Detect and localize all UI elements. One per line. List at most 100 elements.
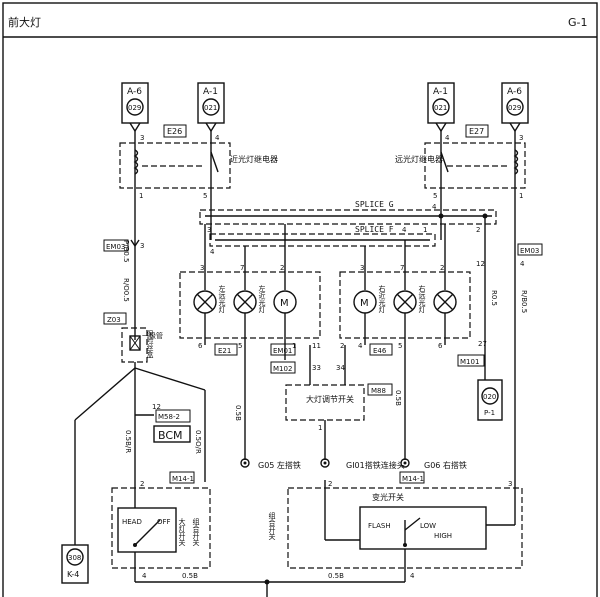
- ground-g05: G05 左搭铁: [240, 458, 301, 470]
- svg-text:GI01搭铁连接头: GI01搭铁连接头: [346, 460, 405, 470]
- dimmer-combo-switch: 组合开关 变光开关 FLASH LOW HIGH 3 2 4: [268, 480, 523, 582]
- svg-text:2: 2: [328, 480, 332, 488]
- svg-text:34: 34: [336, 364, 345, 372]
- svg-text:BCM: BCM: [158, 429, 183, 442]
- svg-text:大灯调节开关: 大灯调节开关: [306, 394, 354, 404]
- svg-text:R/O0.5: R/O0.5: [122, 278, 130, 302]
- svg-text:EM01: EM01: [273, 347, 292, 355]
- motor-symbol: M: [280, 298, 289, 309]
- svg-text:020: 020: [483, 393, 496, 401]
- relay-contact: [440, 151, 449, 173]
- svg-text:3: 3: [140, 242, 144, 250]
- svg-text:4: 4: [358, 342, 363, 350]
- svg-text:右近光灯: 右近光灯: [378, 284, 386, 314]
- svg-text:OFF: OFF: [157, 518, 171, 526]
- ground-gi01: GI01搭铁连接头: [320, 458, 405, 470]
- svg-text:029: 029: [508, 104, 521, 112]
- svg-text:308: 308: [68, 554, 81, 562]
- svg-text:4: 4: [402, 226, 407, 234]
- svg-text:A-1: A-1: [203, 87, 218, 97]
- wire-label: 0.5B/R: [124, 430, 132, 453]
- high-relay-label: 远光灯继电器: [395, 154, 443, 164]
- svg-text:1: 1: [292, 342, 296, 350]
- svg-text:4: 4: [142, 572, 147, 580]
- left-lamp-cluster: M 3 7 2 左远光灯 左近光灯 6 5 1: [179, 224, 321, 460]
- svg-text:5: 5: [433, 192, 437, 200]
- svg-text:A-6: A-6: [127, 87, 142, 97]
- tag-m102: M102: [270, 361, 296, 374]
- low-relay-label: 近光灯继电器: [230, 154, 278, 164]
- svg-text:1: 1: [139, 192, 143, 200]
- page-code: G-1: [568, 16, 588, 29]
- svg-text:4: 4: [520, 260, 525, 268]
- svg-text:5: 5: [398, 342, 402, 350]
- splice-f: SPLICE F 4 1 4: [209, 225, 436, 256]
- svg-text:SPLICE F: SPLICE F: [355, 225, 394, 234]
- svg-text:2: 2: [476, 226, 480, 234]
- svg-text:右远光灯: 右远光灯: [418, 284, 426, 314]
- svg-text:E26: E26: [167, 127, 182, 136]
- svg-text:11: 11: [312, 342, 321, 350]
- svg-text:P-1: P-1: [484, 409, 495, 417]
- svg-text:021: 021: [434, 104, 447, 112]
- motor-symbol: M: [360, 298, 369, 309]
- tag-e46: E46: [369, 343, 393, 356]
- svg-text:一级管: 一级管: [142, 331, 163, 340]
- svg-text:K-4: K-4: [67, 570, 79, 579]
- svg-text:变光开关: 变光开关: [372, 492, 404, 502]
- splice-g: SPLICE G 4 3 2: [199, 200, 497, 234]
- svg-text:3: 3: [207, 226, 211, 234]
- tag-em01: EM01: [270, 343, 296, 356]
- svg-text:2: 2: [140, 480, 144, 488]
- svg-text:1: 1: [519, 192, 523, 200]
- svg-text:2: 2: [280, 264, 284, 272]
- connector-left-a1: A-1 021: [197, 82, 225, 133]
- svg-text:12: 12: [476, 260, 485, 268]
- svg-text:2: 2: [440, 264, 444, 272]
- bottom-ground-bus: 0.5B 0.5B: [135, 572, 405, 597]
- wire-left-feed: P/B0.5 EM03 3 R/O0.5 Z03: [103, 200, 144, 340]
- svg-text:M14-1: M14-1: [402, 475, 424, 483]
- svg-text:保险丝盒: 保险丝盒: [146, 329, 154, 358]
- relay-coil: [513, 149, 519, 175]
- svg-text:5: 5: [203, 192, 207, 200]
- ground-g06: G06 右搭铁: [400, 458, 467, 470]
- svg-text:5: 5: [238, 342, 242, 350]
- svg-text:R0.5: R0.5: [490, 290, 498, 306]
- svg-text:A-6: A-6: [507, 87, 522, 97]
- svg-text:029: 029: [128, 104, 141, 112]
- svg-text:M102: M102: [273, 365, 292, 373]
- svg-text:3: 3: [519, 134, 523, 142]
- wire-right-feed: EM03 4 12 R0.5 R/B0.5 27 M101: [457, 200, 543, 480]
- svg-text:0.5B: 0.5B: [328, 572, 344, 580]
- svg-text:4: 4: [210, 248, 215, 256]
- svg-text:27: 27: [478, 340, 487, 348]
- svg-text:4: 4: [432, 203, 437, 211]
- svg-text:3: 3: [360, 264, 364, 272]
- headlamp-adjust-switch: 大灯调节开关 11 33 34 2 M88 1: [285, 342, 393, 460]
- tag-m14-right: M14-1: [399, 471, 425, 484]
- page-title: 前大灯: [8, 15, 41, 29]
- svg-text:大灯开关: 大灯开关: [178, 517, 186, 547]
- svg-text:3: 3: [140, 134, 144, 142]
- svg-text:HIGH: HIGH: [434, 532, 452, 540]
- svg-text:6: 6: [198, 342, 203, 350]
- svg-text:M14-1: M14-1: [172, 475, 194, 483]
- low-beam-relay: 3 4 1 5 近光灯继电器: [119, 131, 278, 200]
- svg-text:M101: M101: [460, 358, 479, 366]
- svg-text:12: 12: [152, 403, 161, 411]
- svg-text:6: 6: [438, 342, 443, 350]
- svg-text:R/B0.5: R/B0.5: [520, 290, 528, 313]
- svg-text:4: 4: [410, 572, 415, 580]
- svg-text:0.5B: 0.5B: [182, 572, 198, 580]
- svg-text:FLASH: FLASH: [368, 522, 391, 530]
- svg-text:左远光灯: 左远光灯: [218, 284, 226, 314]
- svg-text:组合开关: 组合开关: [268, 511, 276, 541]
- wire-label: 0.5B: [234, 405, 242, 421]
- svg-text:1: 1: [423, 226, 427, 234]
- svg-text:G05 左搭铁: G05 左搭铁: [258, 460, 301, 470]
- tag-e27: E27: [465, 124, 489, 138]
- fuse-box: 一级管 保险丝盒: [121, 327, 163, 363]
